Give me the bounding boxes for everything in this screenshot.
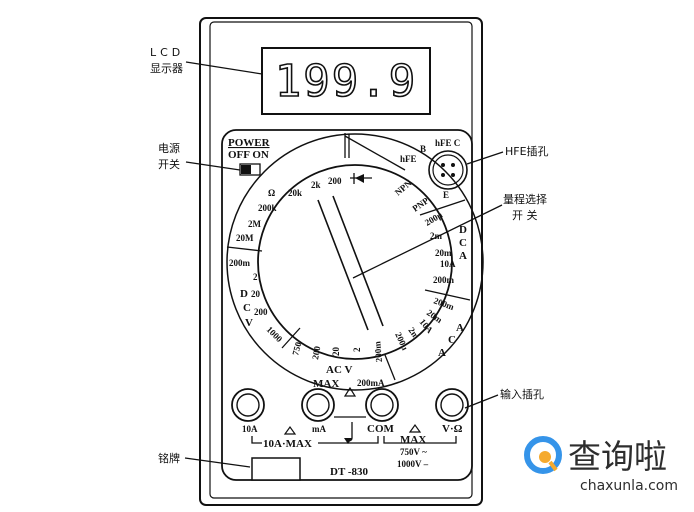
callout-range-1: 量程选择	[503, 192, 547, 206]
model-number: DT -830	[330, 466, 368, 478]
lcd-display	[261, 47, 431, 115]
hfe-socket[interactable]	[428, 150, 468, 190]
range-dcv-20[interactable]: 20	[251, 289, 261, 299]
range-acv-200[interactable]: 200	[310, 345, 322, 361]
max-10a-label: 10A·MAX	[263, 438, 312, 450]
range-dcv-200[interactable]: 200	[254, 307, 268, 317]
max-750v-ac: 750V ~	[400, 447, 427, 457]
ohm-symbol: Ω	[268, 188, 275, 198]
range-dca-200m[interactable]: 200m	[433, 275, 455, 285]
hfe-e: E	[443, 190, 449, 200]
dca-d: D	[459, 224, 467, 236]
range-dca-2m[interactable]: 2m	[430, 231, 443, 241]
watermark-name: 查询啦	[568, 437, 667, 476]
hfe-c: hFE C	[435, 138, 460, 148]
range-dcv-200m[interactable]: 200m	[229, 258, 251, 268]
power-title: POWER	[228, 137, 271, 149]
hfe-label: hFE	[400, 154, 417, 164]
watermark-logo: 查询啦 chaxunla.com	[524, 436, 678, 494]
warning-icon	[408, 423, 422, 433]
range-acv-200m[interactable]: 200m	[372, 340, 384, 362]
dca-c: C	[459, 237, 467, 249]
jack-10a[interactable]	[231, 388, 265, 422]
power-switch[interactable]	[239, 163, 261, 176]
aca-a2: A	[438, 347, 446, 359]
dcv-v: V	[245, 317, 253, 329]
dcv-c: C	[243, 302, 251, 314]
callout-hfe: HFE插孔	[505, 144, 549, 158]
diode-icon[interactable]	[350, 173, 372, 184]
jack-v-ohm[interactable]	[435, 388, 469, 422]
watermark-url: chaxunla.com	[580, 478, 678, 494]
callout-power-2: 开关	[158, 157, 180, 171]
range-acv-20[interactable]: 20	[331, 347, 341, 357]
dcv-d: D	[240, 288, 248, 300]
jack-com[interactable]	[365, 388, 399, 422]
acv-label: AC V	[326, 364, 352, 376]
range-ohm-200[interactable]: 200	[328, 176, 342, 186]
jack-label-ma: mA	[312, 424, 326, 434]
range-dcv-2[interactable]: 2	[253, 272, 258, 282]
warning-icon	[343, 386, 357, 397]
jack-label-com: COM	[367, 423, 395, 435]
range-ohm-2m[interactable]: 2M	[248, 219, 262, 229]
lcd-reading: 199.9	[275, 56, 417, 107]
jack-top-200ma: 200mA	[357, 378, 385, 388]
range-acv-2[interactable]: 2	[352, 347, 362, 352]
dial-pointer[interactable]	[317, 195, 384, 331]
aca-a1: A	[456, 322, 464, 334]
callout-power-1: 电源	[158, 141, 180, 155]
range-ohm-20m[interactable]: 20M	[236, 233, 254, 243]
range-dca-20m[interactable]: 20m	[435, 248, 452, 258]
nameplate	[251, 457, 301, 481]
jack-top-max: MAX	[313, 378, 339, 390]
range-ohm-20k[interactable]: 20k	[288, 188, 302, 198]
callout-display: 显示器	[150, 62, 183, 75]
range-ohm-200k[interactable]: 200k	[258, 203, 277, 213]
callout-lcd: LCD	[150, 46, 184, 59]
callout-nameplate: 铭牌	[158, 451, 180, 465]
max-1000v-dc: 1000V –	[397, 459, 429, 469]
jack-ma[interactable]	[301, 388, 335, 422]
dca-a: A	[459, 250, 467, 262]
callout-range-2: 开 关	[512, 208, 538, 222]
range-dial[interactable]	[226, 133, 484, 391]
aca-c: C	[448, 334, 456, 346]
callout-input: 输入插孔	[500, 387, 544, 401]
range-ohm-2k[interactable]: 2k	[311, 180, 321, 190]
power-states: OFF ON	[228, 149, 269, 161]
ohm-ranges: Ω 200 2k 20k 200k 2M 20M	[236, 176, 342, 243]
range-acv-750[interactable]: 750	[290, 340, 303, 356]
jack-label-10a: 10A	[242, 424, 258, 434]
range-dca-10a[interactable]: 10A	[440, 259, 456, 269]
jack-label-v-ohm: V·Ω	[442, 423, 463, 435]
max-label: MAX	[400, 434, 426, 446]
hfe-b: B	[420, 144, 426, 154]
warning-icon	[283, 425, 297, 435]
control-panel	[221, 129, 473, 481]
